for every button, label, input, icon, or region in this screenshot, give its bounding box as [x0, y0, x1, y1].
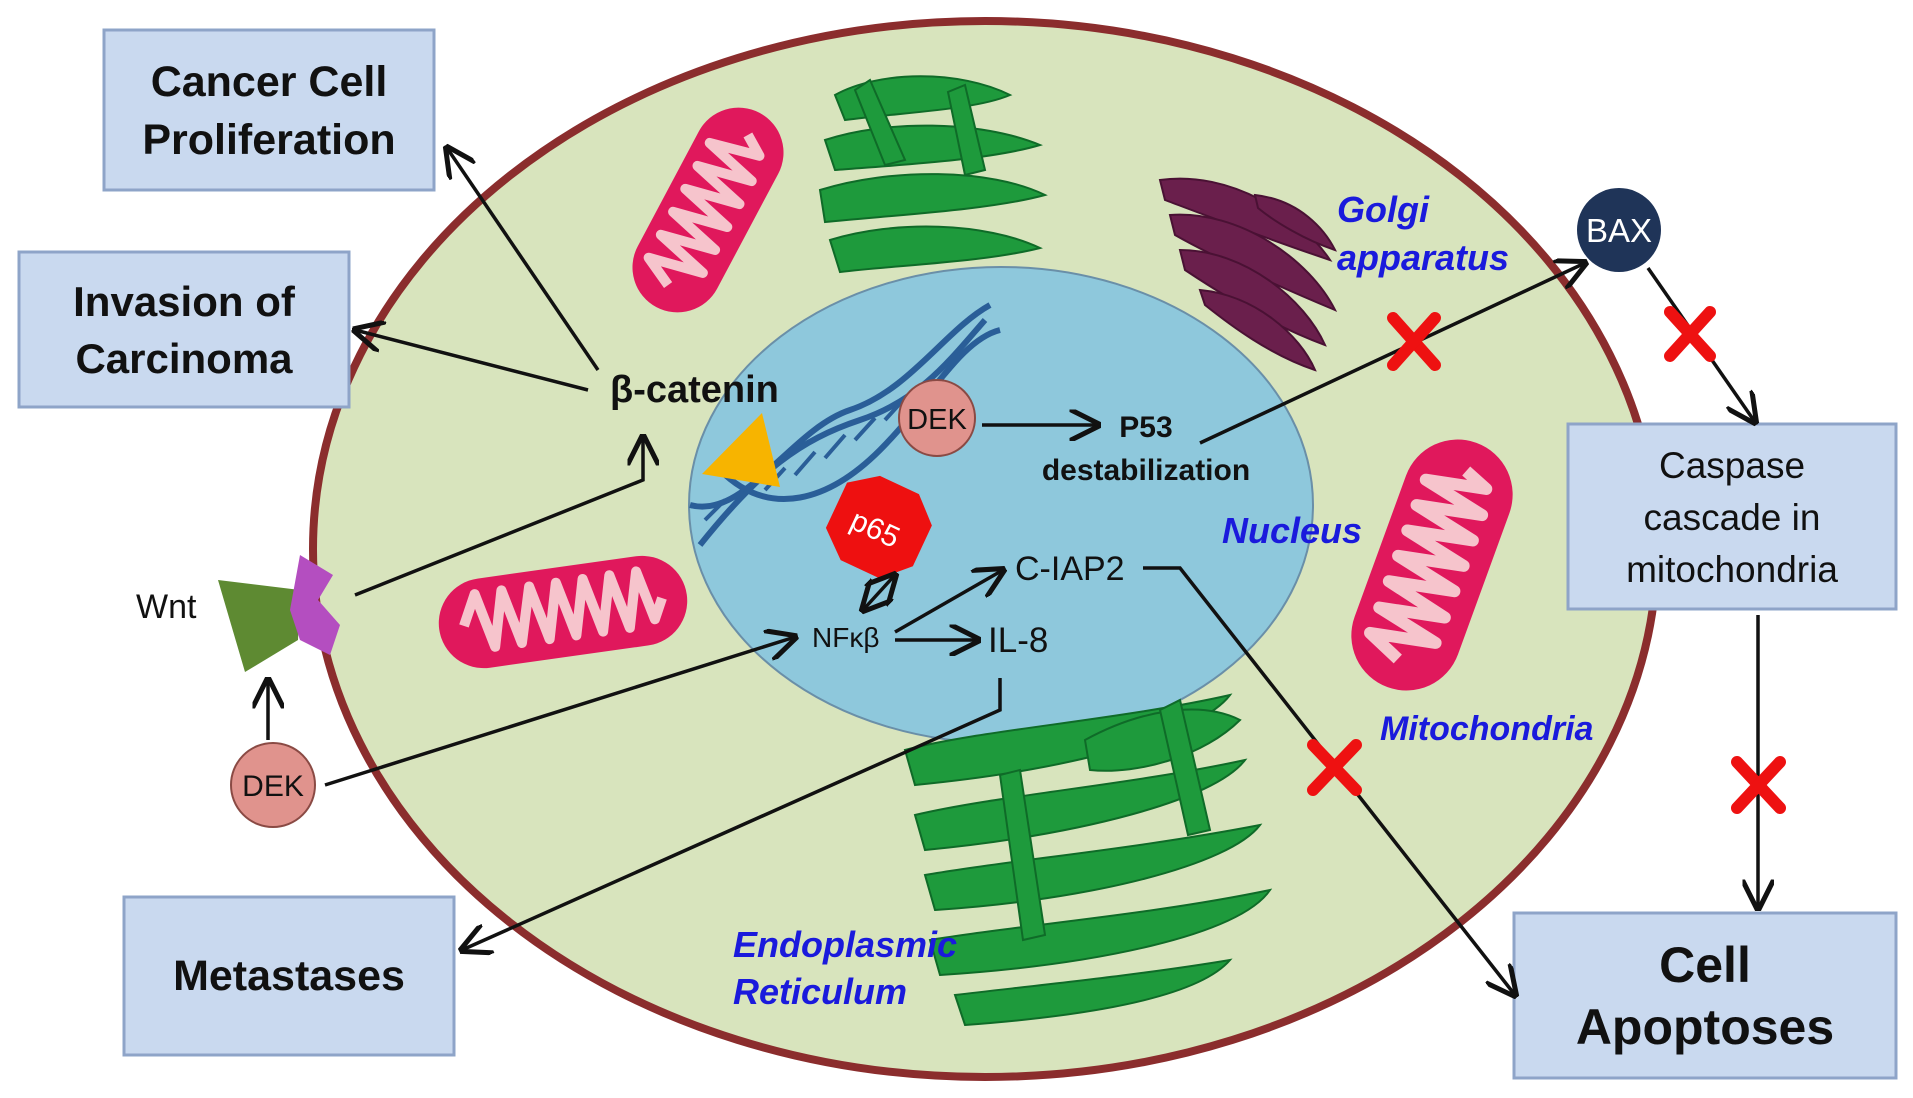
arrow-p65-to-nfkb — [863, 575, 895, 610]
arrow-il8-to-metastases — [462, 678, 1002, 950]
triangle-marker — [702, 413, 780, 487]
arrow-wnt-to-beta-catenin — [354, 437, 643, 597]
caspase-line2: cascade in — [1644, 497, 1821, 538]
apoptoses-line2: Apoptoses — [1576, 999, 1834, 1055]
inhibition-x-p53-bax — [1387, 312, 1441, 371]
nfkb-label: NFκβ — [812, 622, 879, 653]
mitochondrion-middle — [438, 555, 688, 669]
il8-label: IL-8 — [988, 621, 1048, 660]
wnt-ligand — [290, 555, 340, 655]
invasion-box — [17, 250, 351, 409]
proliferation-line2: Proliferation — [142, 116, 395, 164]
golgi-label-line2: apparatus — [1337, 237, 1509, 278]
er-label-line1: Endoplasmic — [733, 924, 957, 965]
er-label-line2: Reticulum — [733, 971, 907, 1012]
golgi-apparatus — [1158, 177, 1338, 372]
p53-label-line1: P53 — [1119, 411, 1172, 444]
dek-nucleus-node — [898, 379, 976, 457]
beta-catenin-label: β-catenin — [610, 369, 779, 411]
inhibition-x-caspase-apoptoses — [1731, 756, 1786, 814]
arrow-ciap2-to-apoptoses — [1143, 566, 1515, 995]
metastases-box — [122, 895, 456, 1057]
ciap2-label: C-IAP2 — [1015, 550, 1125, 588]
dek-outer-node — [230, 742, 316, 828]
proliferation-line1: Cancer Cell — [151, 58, 388, 106]
nucleus-label: Nucleus — [1222, 510, 1362, 551]
mitochondrion-top — [632, 107, 784, 313]
metastases-line1: Metastases — [173, 952, 405, 1000]
invasion-line2: Carcinoma — [75, 335, 293, 382]
arrows — [268, 148, 1758, 995]
dek-nucleus-label: DEK — [907, 404, 967, 436]
wnt-receptor — [218, 580, 300, 672]
bax-node — [1577, 188, 1661, 272]
arrow-beta-catenin-to-proliferation — [447, 148, 600, 371]
inhibition-x-bax-caspase — [1664, 306, 1716, 362]
golgi-label-line1: Golgi — [1337, 189, 1430, 230]
dek-outer-label: DEK — [242, 770, 304, 803]
arrow-beta-catenin-to-invasion — [355, 330, 589, 392]
nucleus — [688, 266, 1314, 744]
mitochondria-label: Mitochondria — [1380, 710, 1593, 748]
apoptoses-line1: Cell — [1659, 937, 1751, 993]
bax-label: BAX — [1586, 212, 1652, 249]
invasion-line1: Invasion of — [73, 278, 296, 325]
apoptoses-box — [1512, 911, 1898, 1080]
caspase-line1: Caspase — [1659, 445, 1805, 486]
inhibition-x-ciap2-apoptoses — [1307, 739, 1362, 796]
dna-helix — [689, 302, 1001, 547]
arrow-p53-to-bax — [1199, 263, 1585, 445]
arrow-dek-to-nfkb — [324, 637, 795, 787]
mitochondrion-right — [1351, 439, 1513, 691]
p53-label-line2: destabilization — [1042, 454, 1250, 487]
wnt-label: Wnt — [136, 588, 197, 626]
proliferation-box — [102, 28, 436, 192]
arrow-nfkb-to-ciap2 — [894, 570, 1003, 634]
endoplasmic-reticulum-bottom — [903, 693, 1273, 1027]
inhibition-marks — [1307, 306, 1786, 814]
endoplasmic-reticulum-top — [818, 75, 1048, 274]
caspase-line3: mitochondria — [1626, 549, 1838, 590]
p65-node: p65 — [825, 475, 932, 579]
